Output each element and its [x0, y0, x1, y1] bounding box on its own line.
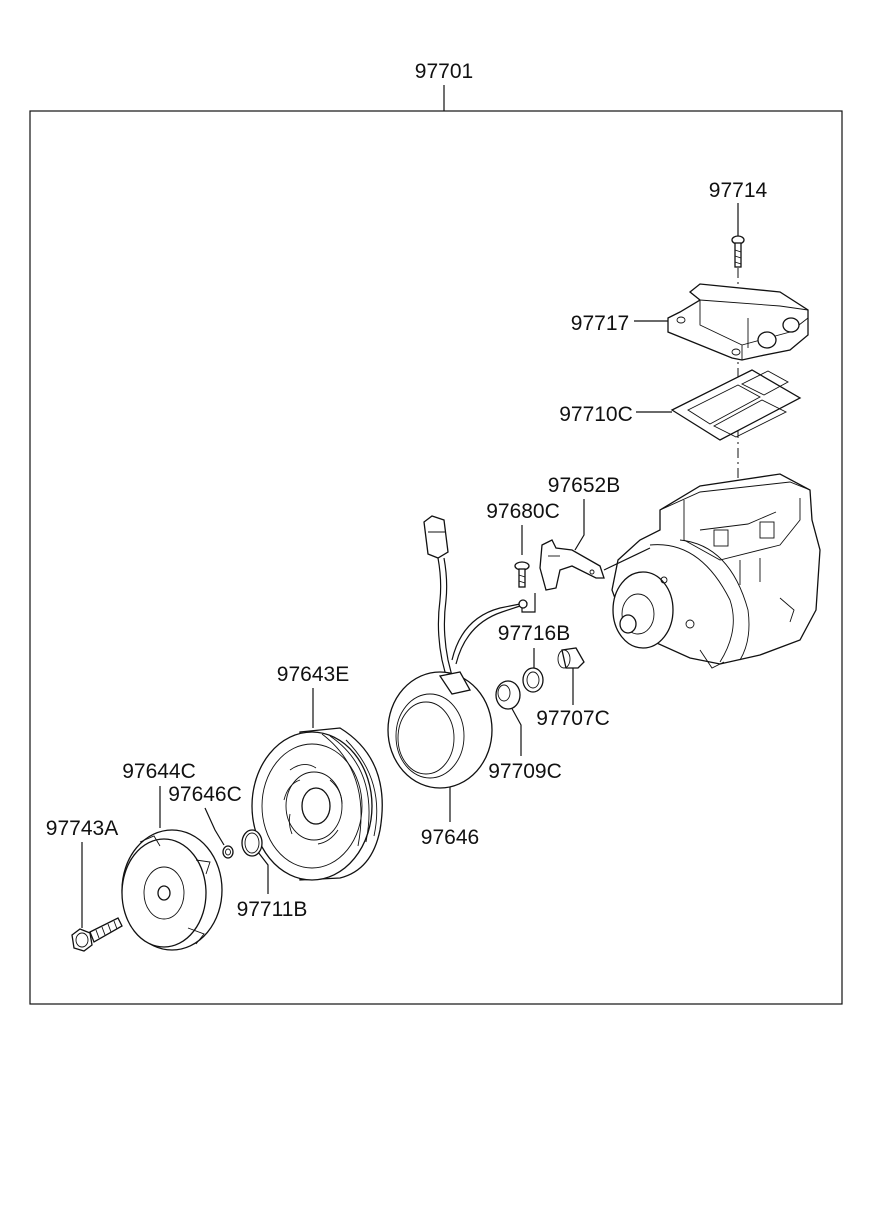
- seal-97709C: [495, 680, 521, 710]
- shim-97646C: [222, 845, 234, 859]
- pulley-97643E: [251, 727, 383, 881]
- ring-97716B: [522, 667, 544, 693]
- label-97646C: 97646C: [168, 783, 242, 806]
- label-97714: 97714: [709, 179, 768, 202]
- label-assembly: 97701: [415, 60, 473, 83]
- bracket-97652B: [539, 539, 651, 591]
- label-97644C: 97644C: [122, 760, 196, 783]
- cover-97717: [667, 283, 809, 361]
- label-97643E: 97643E: [277, 663, 349, 686]
- label-97680C: 97680C: [486, 500, 560, 523]
- label-97646: 97646: [421, 826, 479, 849]
- clutch-plate-97644C: [121, 829, 223, 951]
- label-97716B: 97716B: [498, 622, 570, 645]
- sleeve-97707C: [557, 647, 585, 669]
- label-97717: 97717: [571, 312, 629, 335]
- compressor-body: [611, 473, 821, 669]
- label-97652B: 97652B: [548, 474, 620, 497]
- gasket-97710C: [670, 369, 802, 441]
- bolt-97714: [731, 235, 745, 268]
- bolt-97743A: [71, 917, 123, 952]
- leader-lines: [81, 203, 739, 928]
- label-97709C: 97709C: [488, 760, 562, 783]
- label-97707C: 97707C: [536, 707, 610, 730]
- screw-97680C: [514, 561, 530, 588]
- snap-ring-97711B: [241, 829, 263, 857]
- wire-harness: [423, 515, 528, 677]
- label-97743A: 97743A: [46, 817, 118, 840]
- coil-97646: [387, 671, 493, 789]
- label-97711B: 97711B: [237, 898, 308, 921]
- label-97710C: 97710C: [559, 403, 633, 426]
- assembly-frame: [29, 110, 843, 1005]
